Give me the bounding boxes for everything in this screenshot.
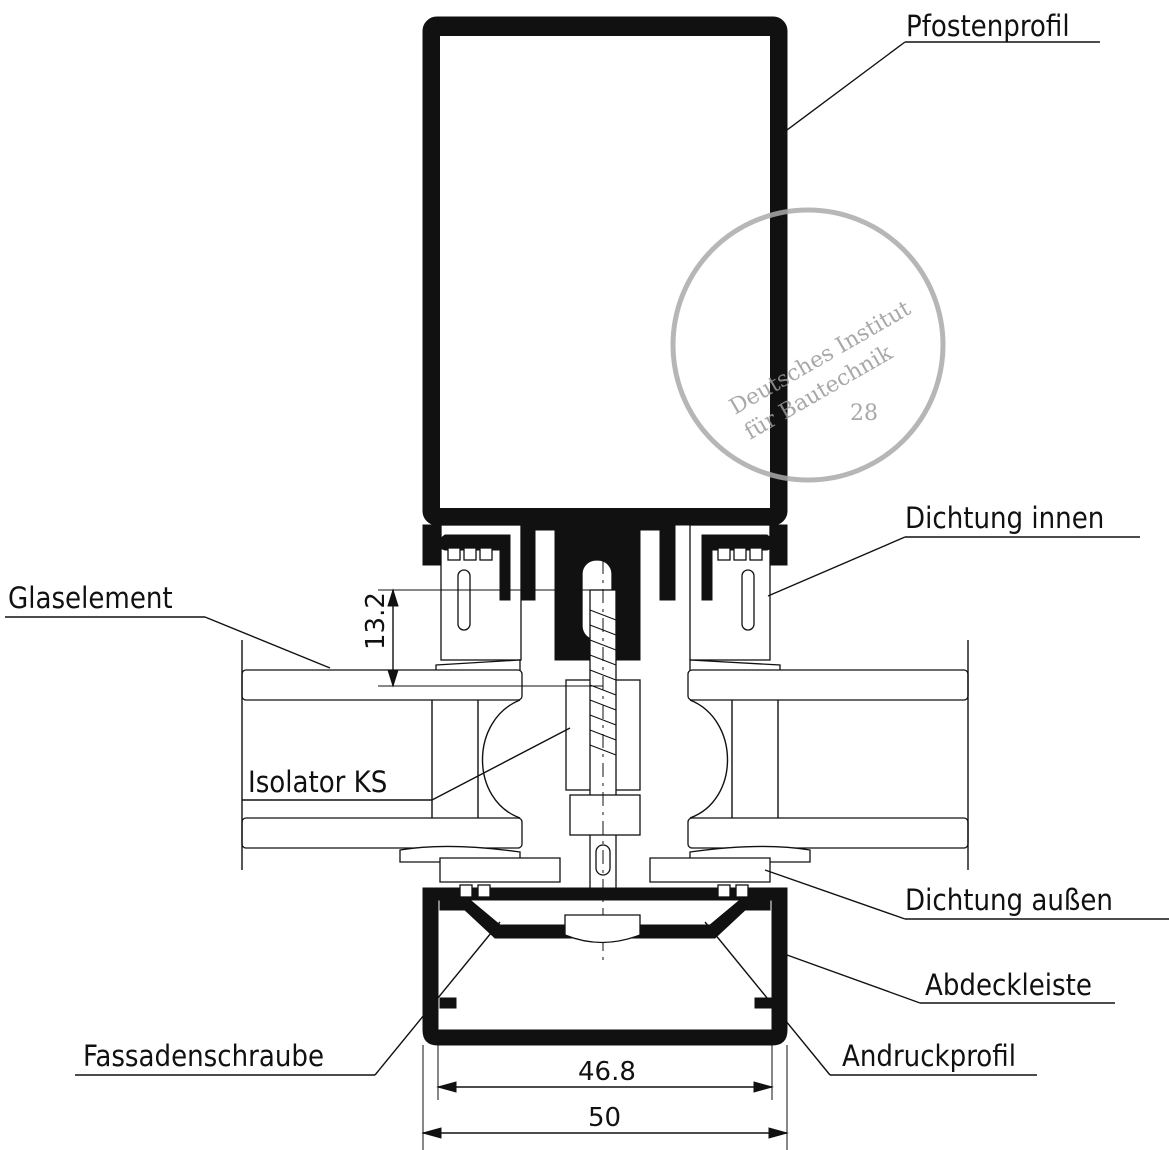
label-dichtung-aussen: Dichtung außen [905, 883, 1113, 917]
label-dichtung-innen: Dichtung innen [905, 501, 1104, 535]
label-andruckprofil: Andruckprofil [842, 1039, 1016, 1073]
mullion-profile [422, 16, 788, 661]
stamp-number: 28 [850, 401, 878, 426]
label-fassadenschraube: Fassadenschraube [83, 1039, 324, 1073]
dimensions [378, 588, 789, 1150]
label-abdeckleiste: Abdeckleiste [925, 968, 1092, 1002]
leader-lines [5, 41, 1169, 1076]
label-isolator-ks: Isolator KS [248, 765, 387, 799]
cover-cap [422, 884, 788, 1046]
label-pfostenprofil: Pfostenprofil [906, 9, 1070, 43]
label-glaselement: Glaselement [8, 581, 173, 615]
outer-gaskets [399, 845, 811, 883]
glass-elements [241, 640, 969, 870]
dimension-13-2: 13.2 [361, 592, 391, 650]
dimension-46-8: 46.8 [578, 1057, 636, 1087]
dimension-50: 50 [588, 1103, 621, 1133]
